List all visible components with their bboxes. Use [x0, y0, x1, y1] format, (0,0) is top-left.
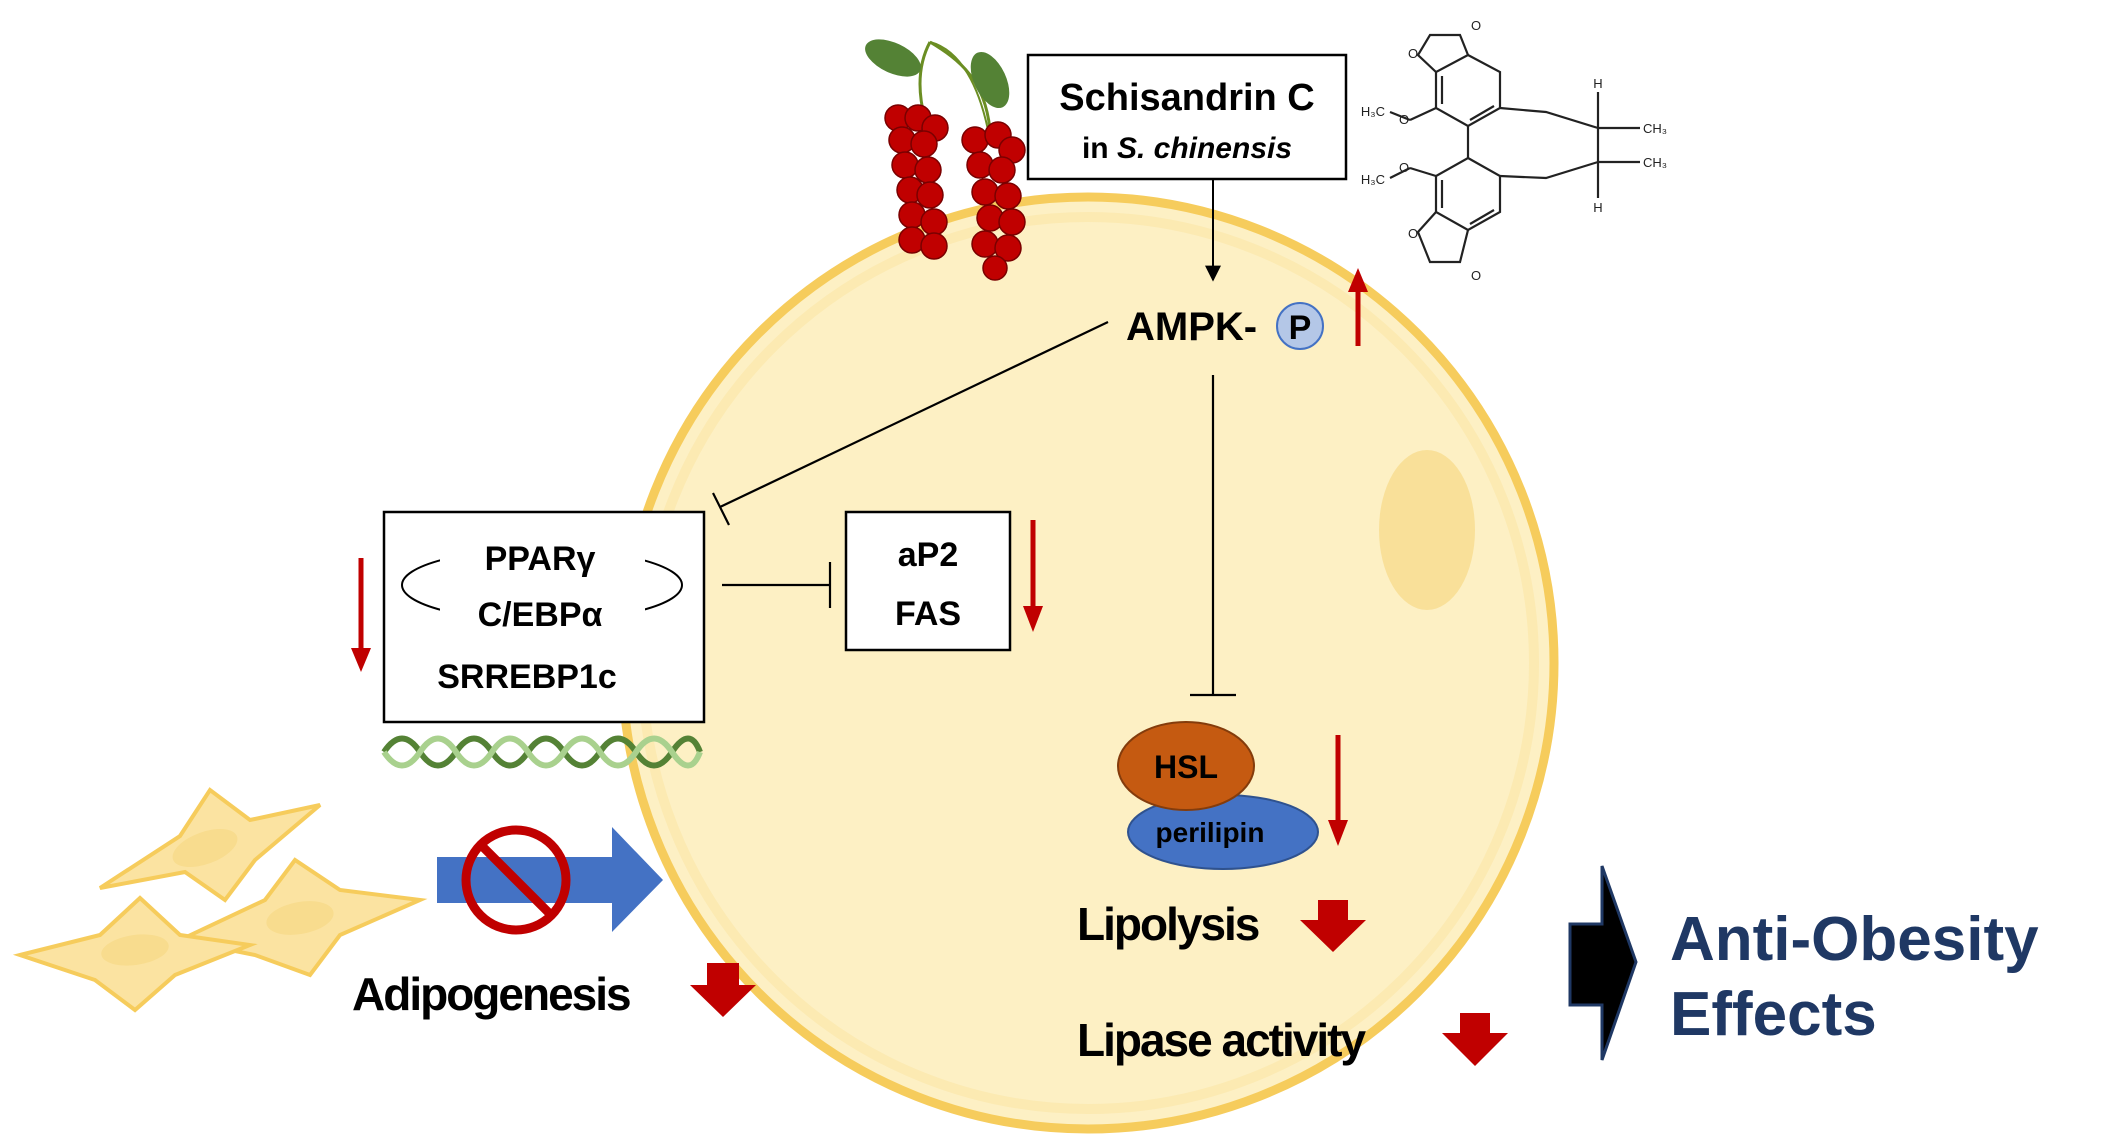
- perilipin-label: perilipin: [1156, 817, 1265, 848]
- down-block-arrow-icon: [1442, 1013, 1508, 1066]
- compound-source: in S. chinensis: [1082, 132, 1292, 165]
- down-arrow-icon: [1023, 520, 1043, 632]
- cell-membrane: [617, 192, 1559, 1134]
- adipocyte-cell: [617, 192, 1559, 1134]
- svg-text:O: O: [1471, 268, 1481, 283]
- blocked-differentiation-arrow: [437, 825, 663, 935]
- svg-text:H: H: [1593, 76, 1602, 91]
- down-arrow-icon: [1328, 735, 1348, 846]
- effect-line-2: Effects: [1670, 980, 1877, 1049]
- down-block-arrow-icon: [690, 963, 756, 1017]
- hsl-label: HSL: [1154, 749, 1218, 785]
- nucleus: [1379, 450, 1475, 610]
- svg-text:O: O: [1399, 160, 1409, 175]
- inhibition-line-ampk-to-hsl: [1190, 375, 1236, 697]
- prohibition-icon: [461, 825, 571, 935]
- ampk-label: AMPK-: [1126, 305, 1257, 349]
- ampk-phospho: AMPK- P: [1126, 302, 1324, 350]
- chemical-structure-labels: O O O O O O H₃C H₃C CH₃ CH₃ H H: [1361, 18, 1667, 283]
- svg-text:CH₃: CH₃: [1643, 121, 1667, 136]
- target-gene-box: aP2 FAS: [844, 510, 1012, 652]
- svg-text:H: H: [1593, 200, 1602, 215]
- svg-text:H₃C: H₃C: [1361, 172, 1385, 187]
- gene-fas: FAS: [895, 595, 961, 633]
- gene-ap2: aP2: [898, 536, 959, 574]
- svg-text:O: O: [1399, 112, 1409, 127]
- adipogenesis-label: Adipogenesis: [352, 968, 630, 1020]
- svg-text:O: O: [1471, 18, 1481, 33]
- phospho-label: P: [1289, 309, 1312, 347]
- compound-name: Schisandrin C: [1059, 77, 1315, 119]
- inhibition-line-tf-to-genes: [722, 562, 832, 608]
- lipolysis-label: Lipolysis: [1077, 898, 1259, 950]
- transcription-factor-box: PPARγ C/EBPα SRREBP1c: [382, 510, 706, 724]
- preadipocyte-cells-icon: [12, 787, 428, 1013]
- lipase-complex: HSL perilipin: [1117, 721, 1319, 870]
- lipase-activity-label: Lipase activity: [1077, 1014, 1366, 1066]
- inhibition-line-ampk-to-tf: [712, 321, 1109, 526]
- down-arrow-icon: [351, 558, 371, 672]
- svg-text:H₃C: H₃C: [1361, 104, 1385, 119]
- schisandrin-c-box: Schisandrin C in S. chinensis: [1026, 53, 1348, 181]
- chemical-structure-icon: [1389, 33, 1640, 264]
- svg-text:O: O: [1408, 46, 1418, 61]
- svg-text:CH₃: CH₃: [1643, 155, 1667, 170]
- effect-line-1: Anti-Obesity: [1670, 905, 2039, 974]
- hsl-shape: [1117, 721, 1255, 811]
- dna-helix-icon: [381, 735, 703, 769]
- schisandra-berries-icon: [865, 39, 1026, 281]
- up-arrow-icon: [1348, 268, 1368, 346]
- tf-srebp1c: SRREBP1c: [437, 658, 617, 696]
- tf-cebpa: C/EBPα: [478, 596, 603, 634]
- effect-chevron-icon: [1568, 865, 1638, 1061]
- tf-pparg: PPARγ: [485, 540, 596, 578]
- down-block-arrow-icon: [1300, 900, 1366, 952]
- svg-text:O: O: [1408, 226, 1418, 241]
- phospho-circle: [1276, 302, 1324, 350]
